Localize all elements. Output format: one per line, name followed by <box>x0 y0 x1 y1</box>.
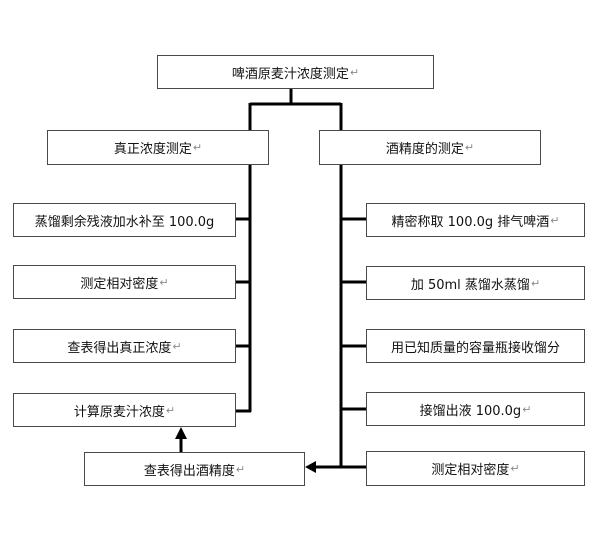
left-step-box: 蒸馏剩余残液加水补至 100.0g <box>13 203 236 237</box>
right-step-box: 加 50ml 蒸馏水蒸馏↵ <box>366 266 585 300</box>
left-step-text: 蒸馏剩余残液加水补至 100.0g <box>34 214 215 230</box>
left-step-box: 测定相对密度↵ <box>13 265 236 299</box>
left-heading-text: 真正浓度测定 <box>113 142 192 157</box>
right-step-text: 测定相对密度 <box>431 463 510 478</box>
paragraph-mark-icon: ↵ <box>510 462 520 475</box>
paragraph-mark-icon: ↵ <box>235 462 246 476</box>
left-step-box: 计算原麦汁浓度↵ <box>13 393 236 427</box>
paragraph-mark-icon: ↵ <box>165 403 176 417</box>
paragraph-mark-icon: ↵ <box>172 339 182 353</box>
right-heading-box: 酒精度的测定↵ <box>319 130 541 165</box>
right-step-text: 接馏出液 100.0g <box>419 403 522 419</box>
title-box: 啤酒原麦汁浓度测定↵ <box>157 55 434 89</box>
left-heading-box: 真正浓度测定↵ <box>47 130 269 165</box>
right-step-box: 接馏出液 100.0g↵ <box>366 392 585 426</box>
right-step-text: 精密称取 100.0g 排气啤酒 <box>391 214 550 230</box>
paragraph-mark-icon: ↵ <box>530 276 541 290</box>
paragraph-mark-icon: ↵ <box>349 65 360 79</box>
paragraph-mark-icon: ↵ <box>550 213 560 227</box>
title-text: 啤酒原麦汁浓度测定 <box>231 66 349 82</box>
right-step-box: 用已知质量的容量瓶接收馏分 <box>366 329 585 363</box>
left-step-text: 计算原麦汁浓度 <box>73 404 165 420</box>
paragraph-mark-icon: ↵ <box>522 402 532 416</box>
right-heading-text: 酒精度的测定 <box>385 142 464 157</box>
right-step-box: 测定相对密度↵ <box>366 451 585 486</box>
merge-box-text: 查表得出酒精度 <box>143 463 235 479</box>
left-step-text: 查表得出真正浓度 <box>67 340 172 356</box>
paragraph-mark-icon: ↵ <box>159 275 169 289</box>
paragraph-mark-icon: ↵ <box>192 141 203 154</box>
left-step-box: 查表得出真正浓度↵ <box>13 329 236 363</box>
paragraph-mark-icon: ↵ <box>464 141 475 154</box>
right-step-text: 加 50ml 蒸馏水蒸馏 <box>410 277 530 293</box>
right-step-text: 用已知质量的容量瓶接收馏分 <box>390 340 560 356</box>
left-step-text: 测定相对密度 <box>80 276 159 292</box>
right-step-box: 精密称取 100.0g 排气啤酒↵ <box>366 203 585 237</box>
merge-box: 查表得出酒精度↵ <box>84 452 305 486</box>
